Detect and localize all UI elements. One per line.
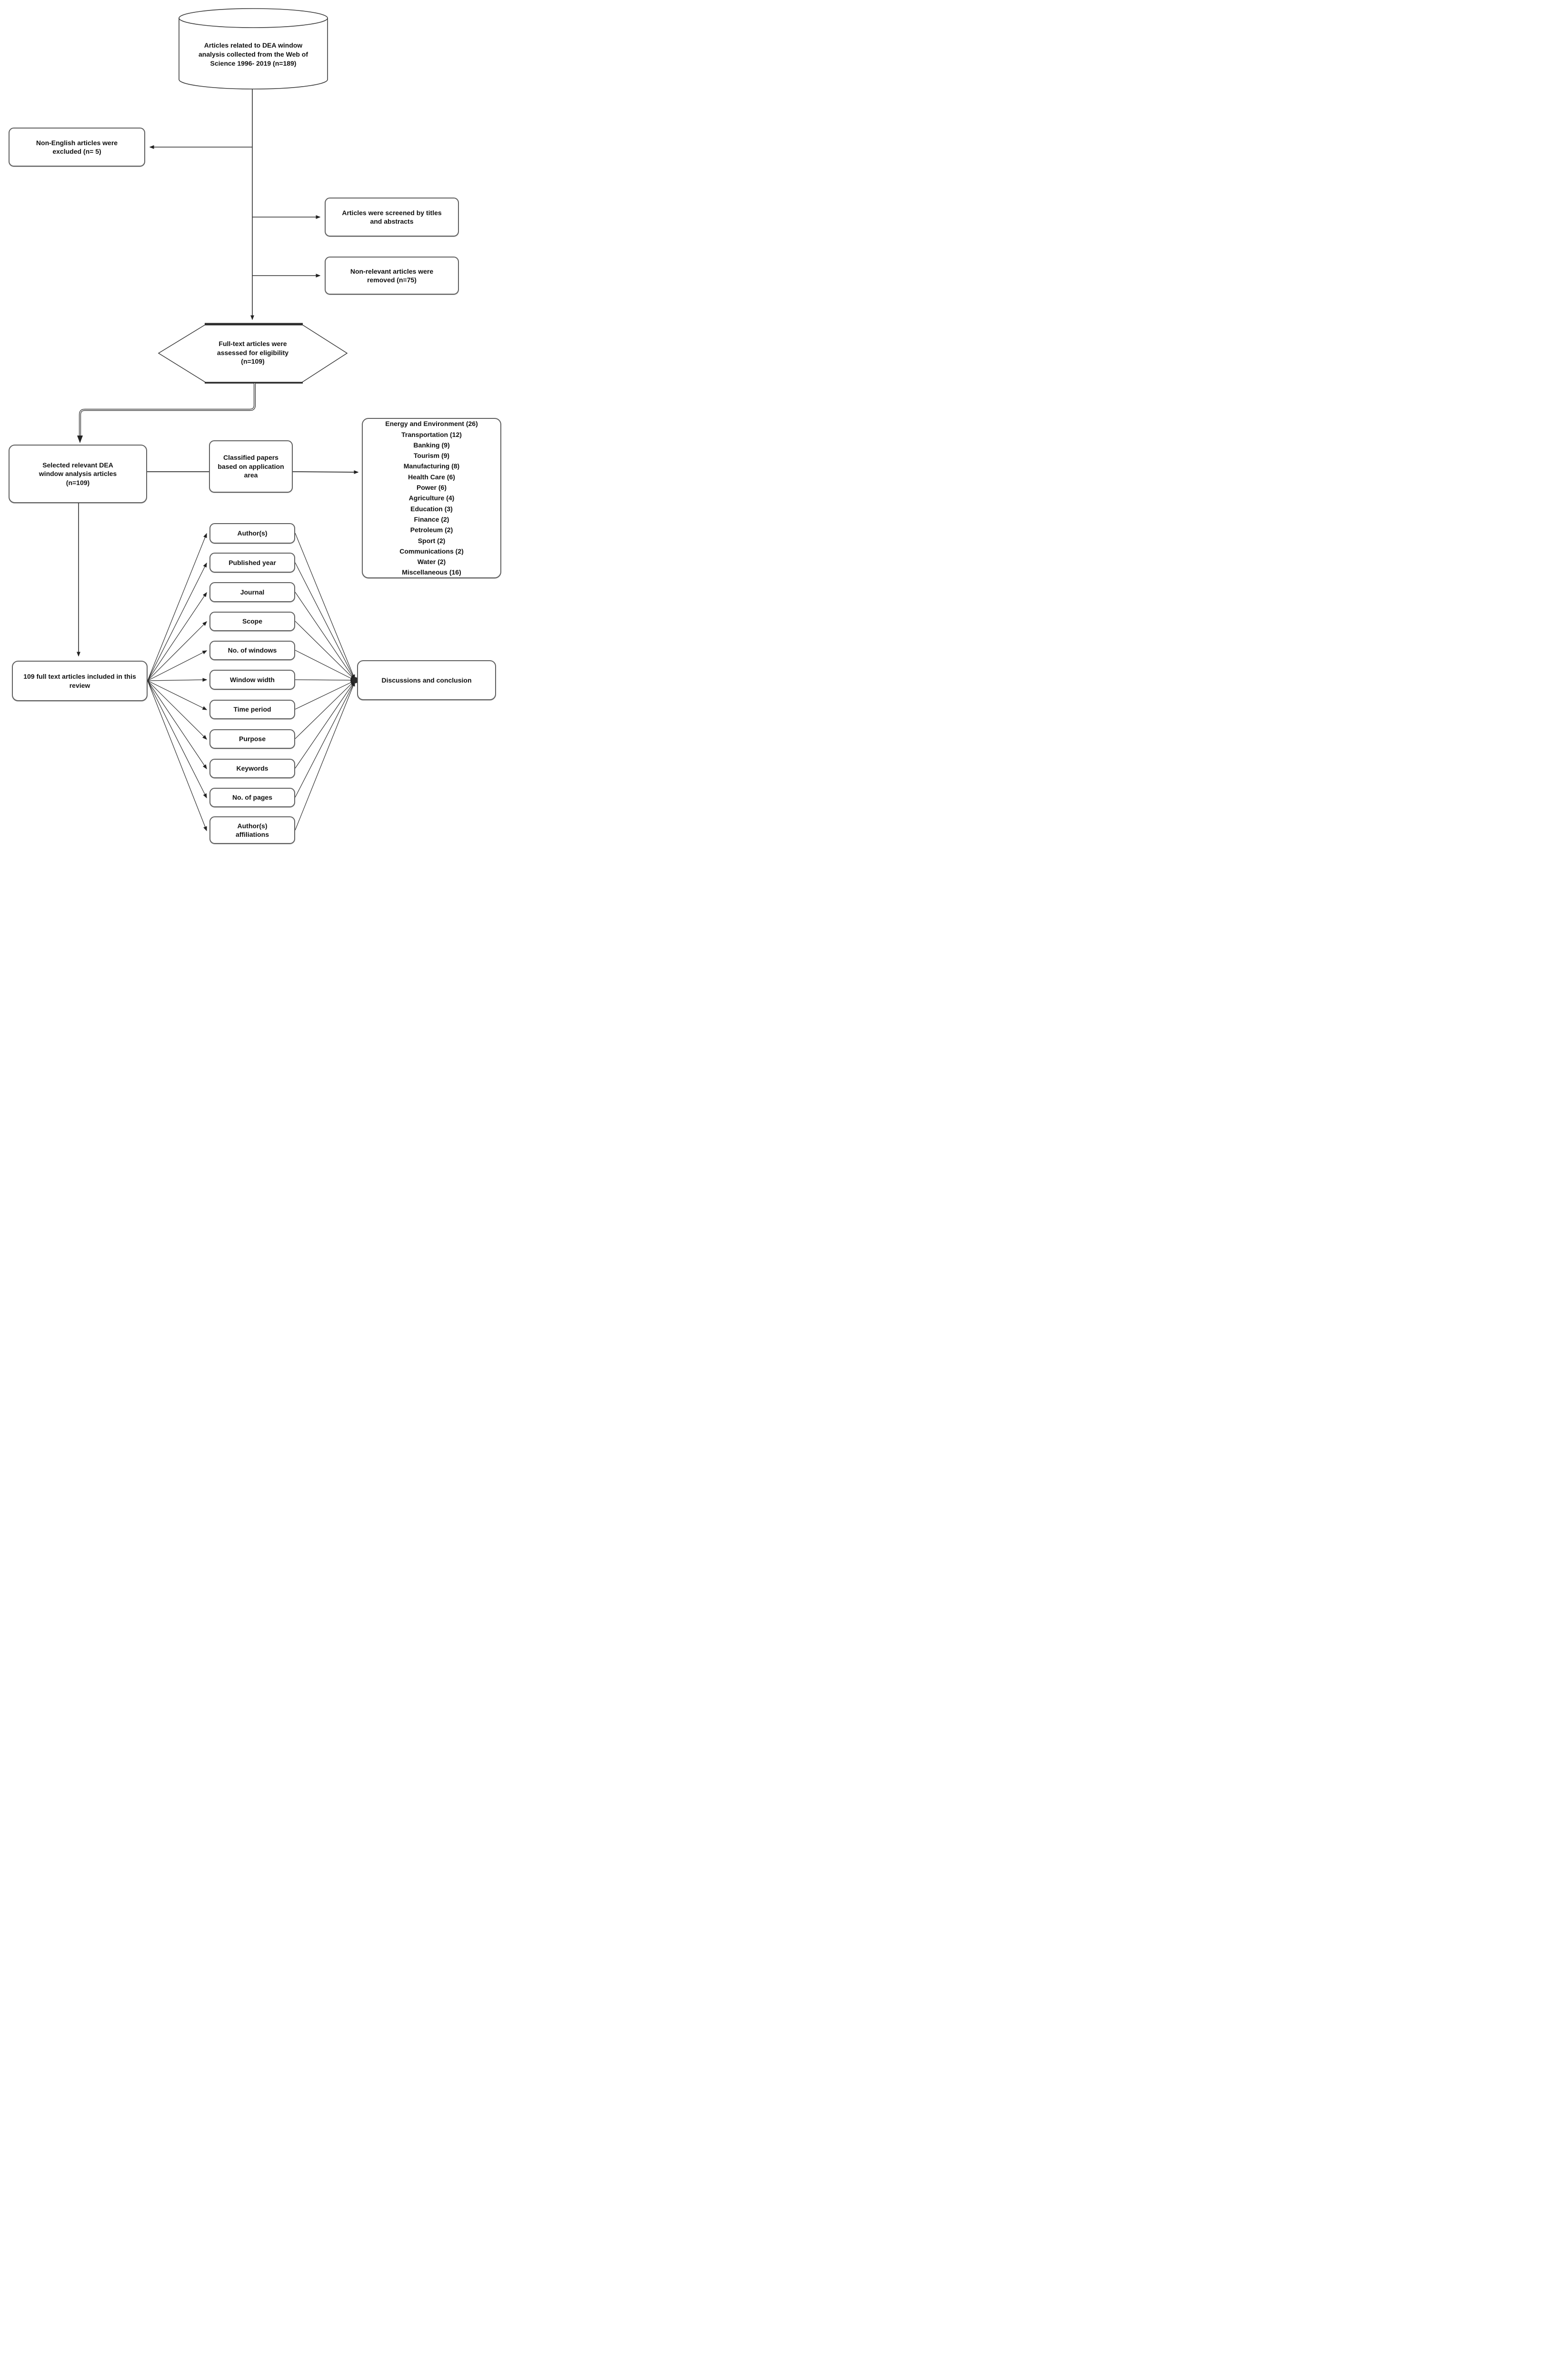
list-item: Miscellaneous (16) <box>402 568 461 576</box>
node-attr-no-of-windows: No. of windows <box>209 641 295 660</box>
list-item: Banking (9) <box>413 441 450 449</box>
list-item: Communications (2) <box>399 547 464 555</box>
connector-layer <box>77 8 359 832</box>
node-application-areas: Energy and Environment (26) Transportatio… <box>362 418 501 578</box>
node-attr-keywords: Keywords <box>209 759 295 778</box>
node-excluded: Non-English articles were excluded (n= 5… <box>9 128 145 167</box>
list-item: Petroleum (2) <box>410 526 453 534</box>
node-attr-purpose: Purpose <box>209 729 295 749</box>
node-attr-window-width: Window width <box>209 670 295 690</box>
flow-diagram: Articles related to DEA window analysis … <box>0 0 514 854</box>
list-item: Education (3) <box>410 505 453 513</box>
list-item: Energy and Environment (26) <box>385 420 478 428</box>
list-item: Sport (2) <box>418 536 446 545</box>
node-removed: Non-relevant articles were removed (n=75… <box>325 257 459 295</box>
node-selected: Selected relevant DEA window analysis ar… <box>9 445 147 503</box>
list-item: Power (6) <box>416 484 447 492</box>
list-item: Water (2) <box>417 558 446 566</box>
node-attr-published-year: Published year <box>209 553 295 573</box>
list-item: Finance (2) <box>414 515 449 523</box>
fan-attributes-conclusion <box>295 533 356 831</box>
node-attr-author-affiliations: Author(s) affiliations <box>209 816 295 844</box>
node-included: 109 full text articles included in this … <box>12 661 148 701</box>
node-attr-no-of-pages: No. of pages <box>209 788 295 807</box>
node-attr-journal: Journal <box>209 582 295 602</box>
node-source: Articles related to DEA window analysis … <box>198 41 308 67</box>
list-item: Tourism (9) <box>413 452 450 460</box>
node-conclusion: Discussions and conclusion <box>357 660 496 700</box>
node-attr-time-period: Time period <box>209 700 295 719</box>
list-item: Agriculture (4) <box>408 494 455 502</box>
node-classified: Classified papers based on application a… <box>209 440 293 493</box>
fan-convergence-blob <box>352 677 358 684</box>
cylinder-shape <box>179 8 328 89</box>
node-attr-authors: Author(s) <box>209 523 295 544</box>
hexagon-shape <box>158 323 348 384</box>
list-item: Manufacturing (8) <box>403 462 460 470</box>
node-attr-scope: Scope <box>209 612 295 631</box>
list-item: Transportation (12) <box>401 430 462 438</box>
node-screened: Articles were screened by titles and abs… <box>325 198 459 237</box>
fan-included-attributes <box>147 533 208 832</box>
node-eligibility: Full-text articles were assessed for eli… <box>217 339 289 366</box>
list-item: Health Care (6) <box>408 473 455 481</box>
